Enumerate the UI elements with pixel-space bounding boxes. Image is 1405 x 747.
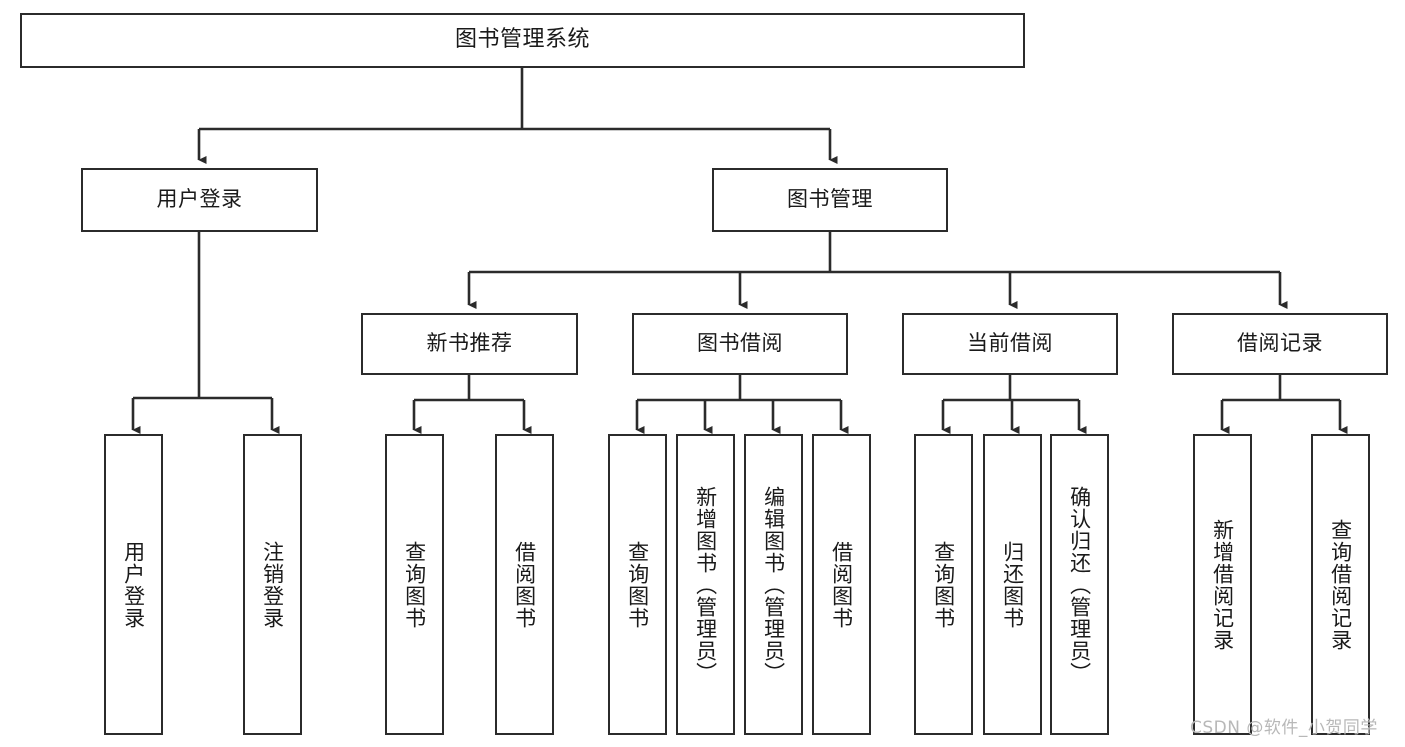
node-book-management[interactable]: 图书管理 <box>712 168 948 232</box>
node-label: 借阅图书 <box>512 540 537 629</box>
node-current-borrow[interactable]: 当前借阅 <box>902 313 1118 375</box>
node-label: 新增借阅记录 <box>1210 518 1235 651</box>
node-label: 新增图书（管理员） <box>693 485 718 684</box>
node-label: 查询图书 <box>625 540 650 629</box>
leaf-confirm-return-admin[interactable]: 确认归还（管理员） <box>1050 434 1109 735</box>
leaf-query-books-borrow[interactable]: 查询图书 <box>608 434 667 735</box>
node-label: 当前借阅 <box>967 331 1053 356</box>
leaf-query-books-current[interactable]: 查询图书 <box>914 434 973 735</box>
leaf-add-borrow-record[interactable]: 新增借阅记录 <box>1193 434 1252 735</box>
node-label: 图书借阅 <box>697 331 783 356</box>
leaf-query-borrow-record[interactable]: 查询借阅记录 <box>1311 434 1370 735</box>
watermark: CSDN @软件_小贺同学 <box>1190 718 1378 738</box>
node-root-system[interactable]: 图书管理系统 <box>20 13 1025 68</box>
node-label: 借阅图书 <box>829 540 854 629</box>
node-book-borrow[interactable]: 图书借阅 <box>632 313 848 375</box>
node-label: 图书管理系统 <box>454 27 590 53</box>
leaf-borrow-books-recommend[interactable]: 借阅图书 <box>495 434 554 735</box>
node-label: 借阅记录 <box>1237 331 1323 356</box>
node-borrow-records[interactable]: 借阅记录 <box>1172 313 1388 375</box>
node-label: 归还图书 <box>1000 540 1025 629</box>
node-label: 图书管理 <box>787 187 873 212</box>
node-label: 新书推荐 <box>426 331 513 356</box>
leaf-user-logout[interactable]: 注销登录 <box>243 434 302 735</box>
leaf-user-login[interactable]: 用户登录 <box>104 434 163 735</box>
node-label: 查询借阅记录 <box>1328 518 1353 651</box>
node-label: 查询图书 <box>931 540 956 629</box>
node-new-book-recommend[interactable]: 新书推荐 <box>361 313 578 375</box>
leaf-borrow-books[interactable]: 借阅图书 <box>812 434 871 735</box>
node-label: 用户登录 <box>121 540 146 629</box>
node-user-login[interactable]: 用户登录 <box>81 168 318 232</box>
node-label: 注销登录 <box>260 540 285 629</box>
node-label: 确认归还（管理员） <box>1067 485 1092 684</box>
node-label: 用户登录 <box>156 187 243 212</box>
leaf-return-books[interactable]: 归还图书 <box>983 434 1042 735</box>
node-label: 查询图书 <box>402 540 427 629</box>
leaf-query-books-recommend[interactable]: 查询图书 <box>385 434 444 735</box>
node-label: 编辑图书（管理员） <box>761 485 786 684</box>
leaf-add-book-admin[interactable]: 新增图书（管理员） <box>676 434 735 735</box>
leaf-edit-book-admin[interactable]: 编辑图书（管理员） <box>744 434 803 735</box>
